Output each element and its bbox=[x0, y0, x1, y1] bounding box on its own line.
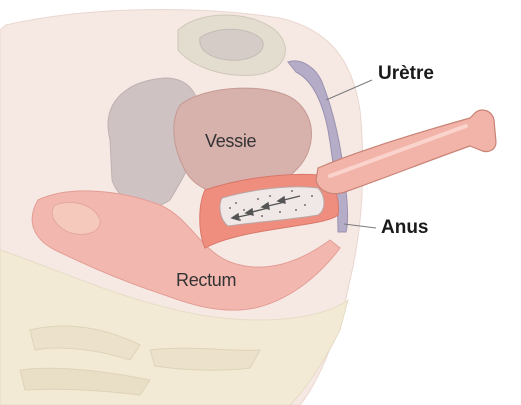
uretre-label: Urètre bbox=[378, 63, 434, 85]
anus-label: Anus bbox=[381, 217, 429, 239]
sacral-vertebra-2 bbox=[150, 348, 260, 370]
rectum-label: Rectum bbox=[176, 270, 236, 291]
vessie-label: Vessie bbox=[205, 131, 256, 152]
